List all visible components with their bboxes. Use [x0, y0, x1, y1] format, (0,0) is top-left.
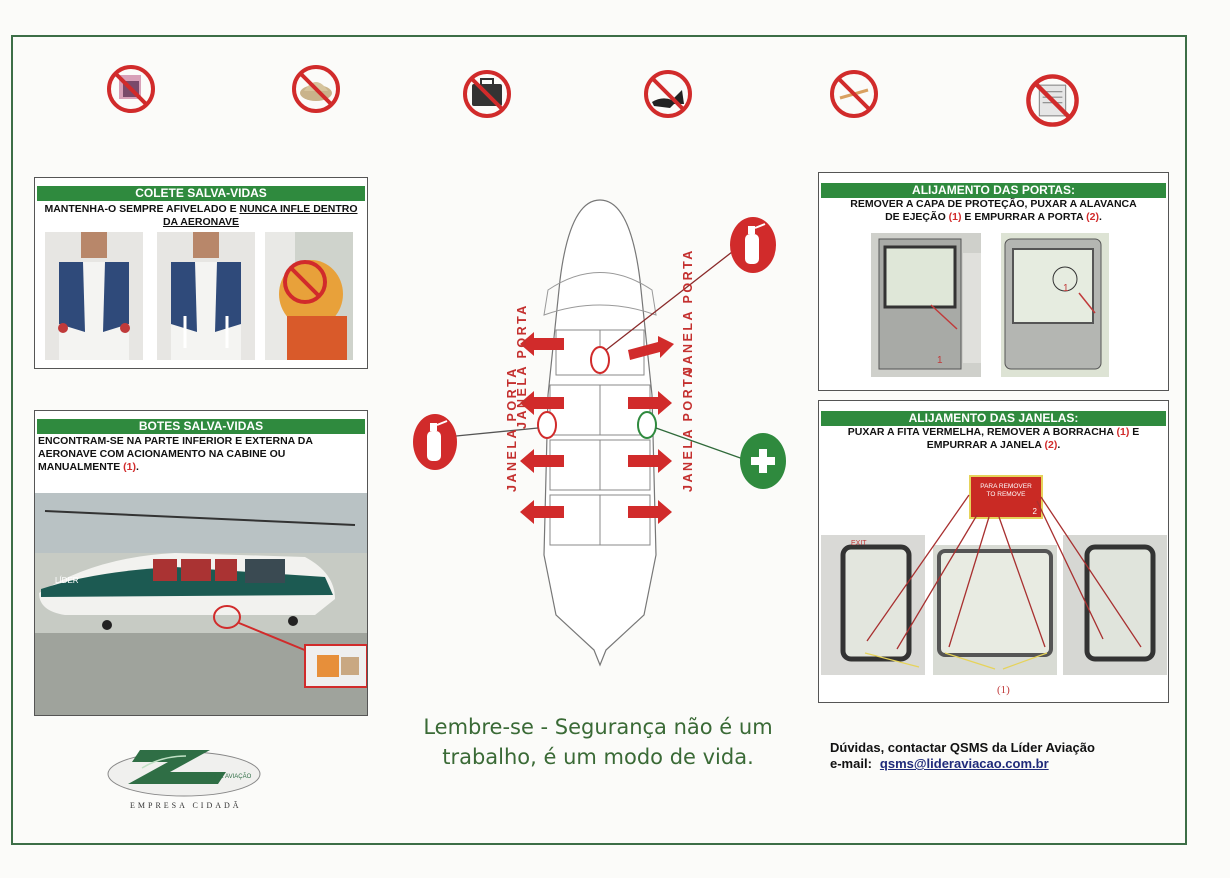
fire-extinguisher-icon	[730, 217, 776, 273]
window-line-1: PUXAR A FITA VERMELHA, REMOVER A BORRACH…	[822, 426, 1165, 439]
lider-logo: LÍDER AVIAÇÃO	[107, 750, 261, 797]
right-exit-arrows	[628, 336, 674, 524]
no-sharp-objects-icon	[830, 70, 878, 118]
vest-buckled-photo	[157, 232, 255, 360]
window-line-1b: E	[1129, 426, 1140, 438]
no-hats-icon	[292, 65, 340, 113]
door-jettison-instruction: REMOVER A CAPA DE PROTEÇÃO, PUXAR A ALAV…	[819, 198, 1168, 224]
life-vest-instruction: MANTENHA-O SEMPRE AFIVELADO E NUNCA INFL…	[35, 203, 367, 229]
page-frame	[11, 35, 1187, 845]
no-magazines-icon	[107, 65, 155, 113]
slogan-line-1: Lembre-se - Segurança não é um	[423, 715, 773, 739]
door-line-2: DE EJEÇÃO (1) E EMPURRAR A PORTA (2).	[822, 211, 1165, 224]
logo-tagline: EMPRESA CIDADÃ	[130, 801, 242, 810]
life-vest-text: MANTENHA-O SEMPRE AFIVELADO E	[44, 203, 240, 215]
extinguisher-location-rear	[537, 411, 557, 439]
right-label-outer: JANELA PORTA	[681, 366, 695, 492]
life-rafts-panel: BOTES SALVA-VIDAS ENCONTRAM-SE NA PARTE …	[34, 410, 368, 716]
life-rafts-text: ENCONTRAM-SE NA PARTE INFERIOR E EXTERNA…	[38, 435, 313, 473]
life-rafts-instruction: ENCONTRAM-SE NA PARTE INFERIOR E EXTERNA…	[35, 435, 367, 474]
no-high-heels-icon	[644, 70, 692, 118]
exit-label: EXIT	[851, 540, 867, 547]
contact-line: Dúvidas, contactar QSMS da Líder Aviação	[830, 740, 1095, 755]
vest-inflated-photo	[265, 232, 353, 360]
first-aid-location	[637, 411, 657, 439]
window-photos: EXIT	[821, 535, 1167, 675]
cabin-diagram	[543, 199, 657, 667]
door-photo-1: 1	[871, 233, 981, 377]
window-ref-1: (1)	[1116, 426, 1130, 438]
extinguisher-location-front	[590, 346, 610, 374]
email-label: e-mail:	[830, 756, 872, 771]
email-link[interactable]: qsms@lideraviacao.com.br	[879, 756, 1049, 771]
life-rafts-ref: (1)	[123, 461, 137, 473]
helicopter-brand: LÍDER	[55, 576, 79, 585]
contact-info: Dúvidas, contactar QSMS da Líder Aviação…	[830, 740, 1095, 772]
logo-small-text: LÍDER AVIAÇÃO	[206, 773, 252, 780]
life-vest-panel: COLETE SALVA-VIDAS MANTENHA-O SEMPRE AFI…	[34, 177, 368, 369]
equipment-callouts	[455, 251, 747, 461]
window-jettison-panel: ALIJAMENTO DAS JANELAS: PUXAR A FITA VER…	[818, 400, 1169, 703]
door-photo-2: 1	[1001, 233, 1109, 377]
window-line-1a: PUXAR A FITA VERMELHA, REMOVER A BORRACH…	[847, 426, 1117, 438]
sign-number: 2	[1032, 507, 1037, 516]
sign-line-2: TO REMOVE	[986, 491, 1026, 498]
window-ref-2: (2)	[1044, 439, 1058, 451]
helicopter-photo: LÍDER	[35, 493, 367, 715]
window-jettison-title: ALIJAMENTO DAS JANELAS:	[821, 411, 1166, 426]
safety-slogan: Lembre-se - Segurança não é um trabalho,…	[408, 712, 788, 772]
door-line-1: REMOVER A CAPA DE PROTEÇÃO, PUXAR A ALAV…	[850, 198, 1137, 210]
window-bottom-ref: (1)	[997, 684, 1010, 696]
window-line-2: EMPURRAR A JANELA (2).	[822, 439, 1165, 452]
fire-extinguisher-icon-2	[413, 414, 457, 470]
door-ref-1: (1)	[948, 211, 962, 223]
door-photo-2-marker: 1	[1063, 283, 1069, 294]
slogan-line-2: trabalho, é um modo de vida.	[442, 745, 754, 769]
window-line-2a: EMPURRAR A JANELA	[926, 439, 1045, 451]
window-callout-lines	[866, 494, 1142, 650]
door-ref-2: (2)	[1086, 211, 1100, 223]
right-label-inner: JANELA PORTA	[681, 248, 695, 374]
window-removal-sign: PARA REMOVER TO REMOVE 2	[969, 475, 1043, 519]
no-briefcase-icon	[463, 70, 511, 118]
window-jettison-instruction: PUXAR A FITA VERMELHA, REMOVER A BORRACH…	[819, 426, 1168, 452]
window-line-2b: .	[1057, 439, 1061, 451]
sign-line-1: PARA REMOVER	[980, 483, 1032, 490]
left-exit-arrows	[520, 332, 564, 524]
first-aid-kit-icon	[740, 433, 786, 489]
life-rafts-period: .	[136, 461, 139, 473]
door-line-2a: DE EJEÇÃO	[885, 211, 949, 223]
life-rafts-title: BOTES SALVA-VIDAS	[37, 419, 365, 434]
no-papers-icon	[1026, 74, 1079, 127]
door-jettison-title: ALIJAMENTO DAS PORTAS:	[821, 183, 1166, 198]
door-line-2c: .	[1099, 211, 1102, 223]
vest-worn-photo	[45, 232, 143, 360]
door-photo-1-marker: 1	[937, 355, 943, 366]
life-vest-title: COLETE SALVA-VIDAS	[37, 186, 365, 201]
life-vest-warning: NUNCA INFLE DENTRO DA AERONAVE	[162, 203, 358, 228]
door-line-2b: E EMPURRAR A PORTA	[961, 211, 1087, 223]
door-jettison-panel: ALIJAMENTO DAS PORTAS: REMOVER A CAPA DE…	[818, 172, 1169, 391]
left-label-inner: JANELA PORTA	[515, 303, 529, 429]
